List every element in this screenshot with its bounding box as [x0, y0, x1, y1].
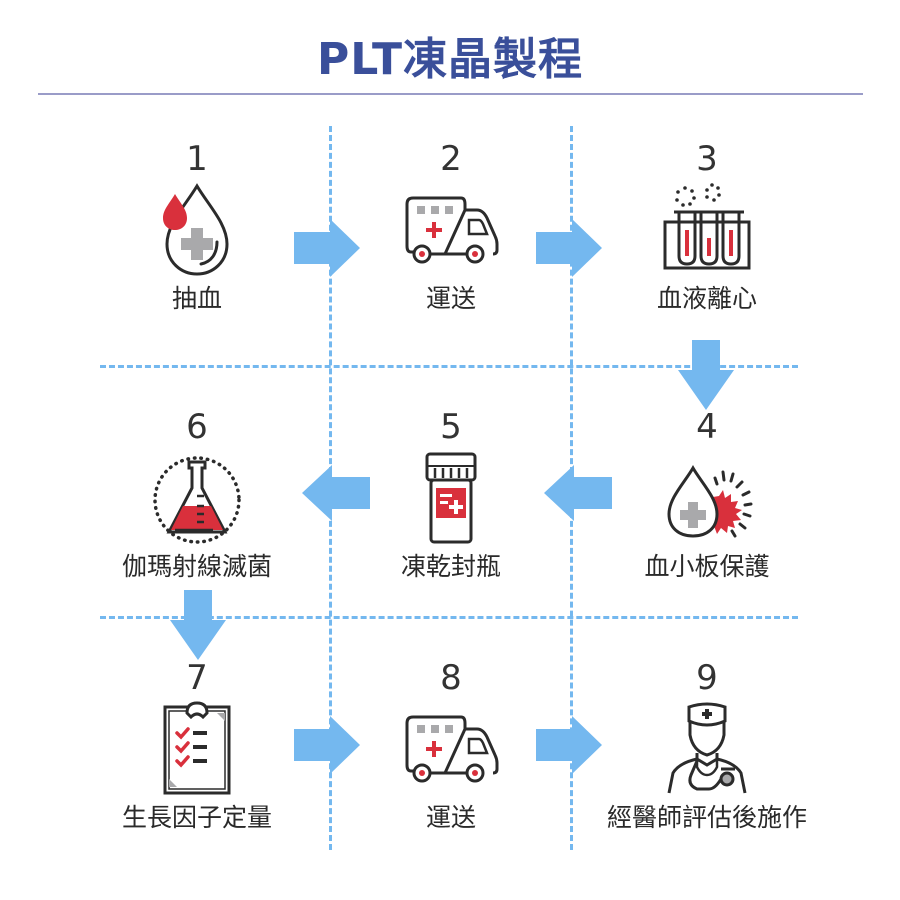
step-label: 抽血 — [171, 284, 222, 313]
flask-radiation-icon — [153, 456, 241, 544]
flow-arrow-left-4-5 — [544, 465, 612, 521]
step-number: 6 — [186, 407, 208, 447]
flow-arrow-right-2-3 — [536, 219, 602, 277]
title-divider — [38, 93, 863, 95]
step-3: 3 血液離心 — [587, 140, 827, 316]
step-9: 9 經醫師評估後施作 — [582, 659, 832, 835]
step-number: 1 — [186, 139, 208, 179]
step-2: 2 運送 — [331, 140, 571, 316]
grid-divider-horizontal-2 — [100, 616, 798, 619]
step-label: 運送 — [425, 803, 476, 832]
step-label: 伽瑪射線滅菌 — [121, 552, 272, 581]
step-number: 9 — [696, 658, 718, 698]
doctor-stethoscope-icon — [667, 702, 747, 794]
page-title: PLT凍晶製程 — [316, 34, 583, 85]
clipboard-checklist-icon — [163, 701, 231, 795]
step-label: 凍乾封瓶 — [400, 552, 501, 581]
step-label: 血液離心 — [656, 284, 757, 313]
step-6: 6 伽瑪射線滅菌 — [77, 408, 317, 584]
step-8: 8 運送 — [331, 659, 571, 835]
flow-arrow-right-7-8 — [294, 716, 360, 774]
step-7: 7 生長因子定量 — [77, 659, 317, 835]
step-number: 2 — [440, 139, 462, 179]
step-number: 4 — [696, 407, 718, 447]
grid-divider-horizontal-1 — [100, 365, 798, 368]
test-tubes-rack-icon — [663, 183, 751, 270]
step-label: 運送 — [425, 284, 476, 313]
step-number: 8 — [440, 658, 462, 698]
step-label: 生長因子定量 — [121, 803, 272, 832]
step-label: 血小板保護 — [644, 552, 770, 581]
step-number: 3 — [696, 139, 718, 179]
drop-shield-burst-icon — [667, 464, 753, 538]
flow-arrow-right-1-2 — [294, 219, 360, 277]
step-5: 5 凍乾封瓶 — [331, 408, 571, 584]
flow-arrow-down-3-4 — [678, 340, 734, 410]
blood-drop-cross-icon — [163, 183, 229, 276]
step-1: 1 抽血 — [77, 140, 317, 316]
ambulance-icon — [405, 715, 499, 783]
step-number: 5 — [440, 407, 462, 447]
medicine-bottle-icon — [425, 452, 477, 544]
step-number: 7 — [186, 658, 208, 698]
flow-arrow-right-8-9 — [536, 716, 602, 774]
flow-arrow-down-6-7 — [170, 590, 226, 660]
flow-arrow-left-5-6 — [302, 465, 370, 521]
step-label: 經醫師評估後施作 — [606, 803, 807, 832]
step-4: 4 血小板保護 — [587, 408, 827, 584]
ambulance-icon — [405, 196, 499, 264]
